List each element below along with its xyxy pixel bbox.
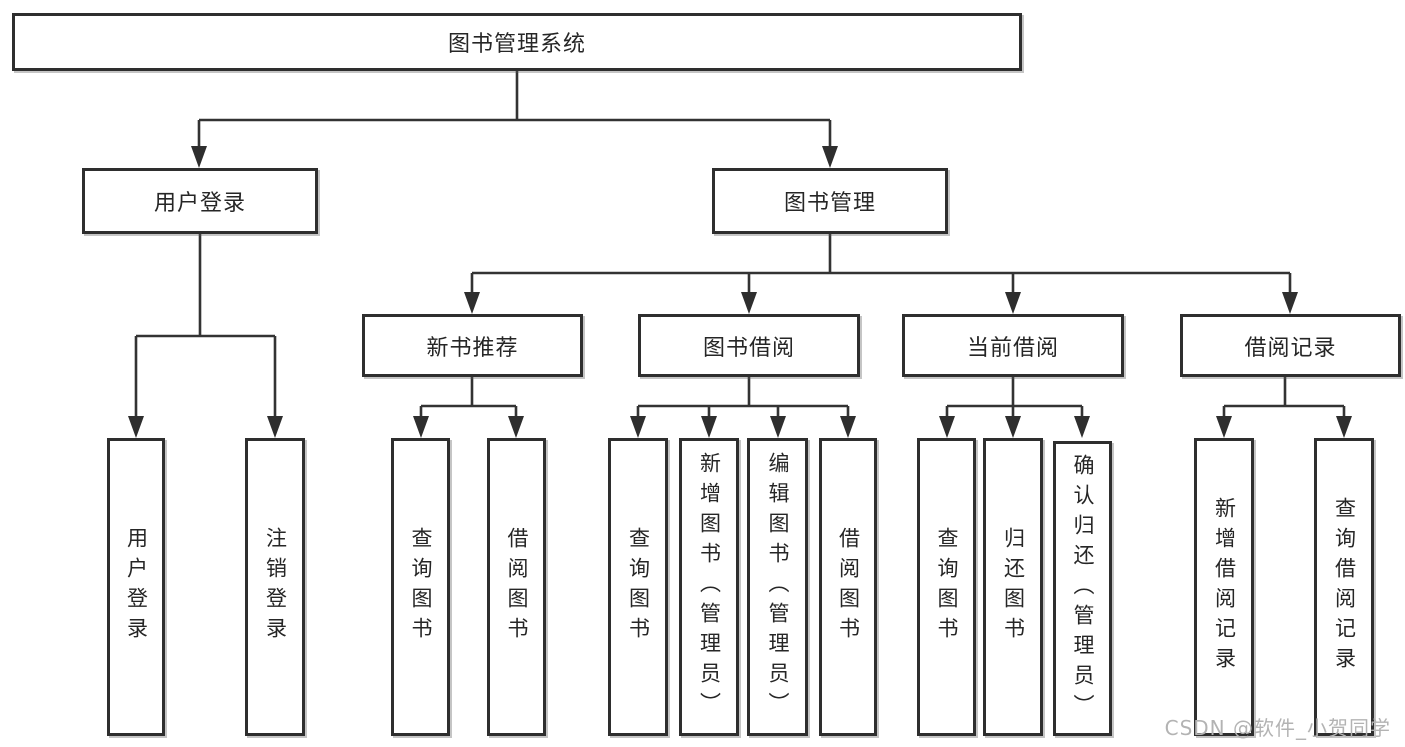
leaf-user-login: 用户登录 — [107, 438, 165, 736]
node-label: 借阅图书 — [505, 527, 530, 647]
node-label: 借阅记录 — [1244, 335, 1337, 361]
node-label: 当前借阅 — [966, 335, 1059, 361]
leaf-cb-confirm-return-admin: 确认归还（管理员） — [1053, 441, 1112, 736]
leaf-bb-add-books-admin: 新增图书（管理员） — [679, 438, 739, 736]
node-label: 图书借阅 — [702, 335, 795, 361]
leaf-br-query-record: 查询借阅记录 — [1314, 438, 1374, 736]
node-label: 确认归还（管理员） — [1071, 453, 1096, 724]
leaf-br-add-record: 新增借阅记录 — [1194, 438, 1254, 736]
node-label: 新增借阅记录 — [1212, 497, 1237, 677]
leaf-cb-query-books: 查询图书 — [917, 438, 976, 736]
node-label: 编辑图书（管理员） — [766, 452, 791, 722]
node-label: 归还图书 — [1001, 527, 1026, 647]
leaf-logout: 注销登录 — [245, 438, 305, 736]
leaf-bb-query-books: 查询图书 — [608, 438, 668, 736]
leaf-cb-return-books: 归还图书 — [983, 438, 1043, 736]
node-user-login: 用户登录 — [82, 168, 318, 234]
node-label: 借阅图书 — [836, 527, 861, 647]
leaf-bb-borrow-books: 借阅图书 — [819, 438, 877, 736]
leaf-rec-borrow-books: 借阅图书 — [487, 438, 546, 736]
node-current-borrow: 当前借阅 — [902, 314, 1124, 377]
node-label: 新增图书（管理员） — [697, 452, 722, 722]
node-label: 查询图书 — [935, 527, 960, 647]
node-book-borrow: 图书借阅 — [638, 314, 860, 377]
node-label: 用户登录 — [124, 527, 149, 647]
csdn-watermark: CSDN @软件_小贺同学 — [1164, 716, 1391, 740]
node-borrow-records: 借阅记录 — [1180, 314, 1401, 377]
node-label: 图书管理系统 — [447, 32, 586, 57]
leaf-bb-edit-books-admin: 编辑图书（管理员） — [747, 438, 808, 736]
node-label: 查询借阅记录 — [1332, 497, 1357, 677]
node-label: 新书推荐 — [426, 335, 519, 361]
node-label: 注销登录 — [263, 527, 288, 647]
leaf-rec-query-books: 查询图书 — [391, 438, 450, 736]
node-new-book-recommend: 新书推荐 — [362, 314, 583, 377]
node-label: 查询图书 — [626, 527, 651, 647]
node-label: 用户登录 — [153, 191, 246, 216]
node-label: 图书管理 — [783, 191, 876, 216]
node-label: 查询图书 — [409, 527, 434, 647]
node-book-management: 图书管理 — [712, 168, 948, 234]
node-root-system: 图书管理系统 — [12, 13, 1022, 71]
